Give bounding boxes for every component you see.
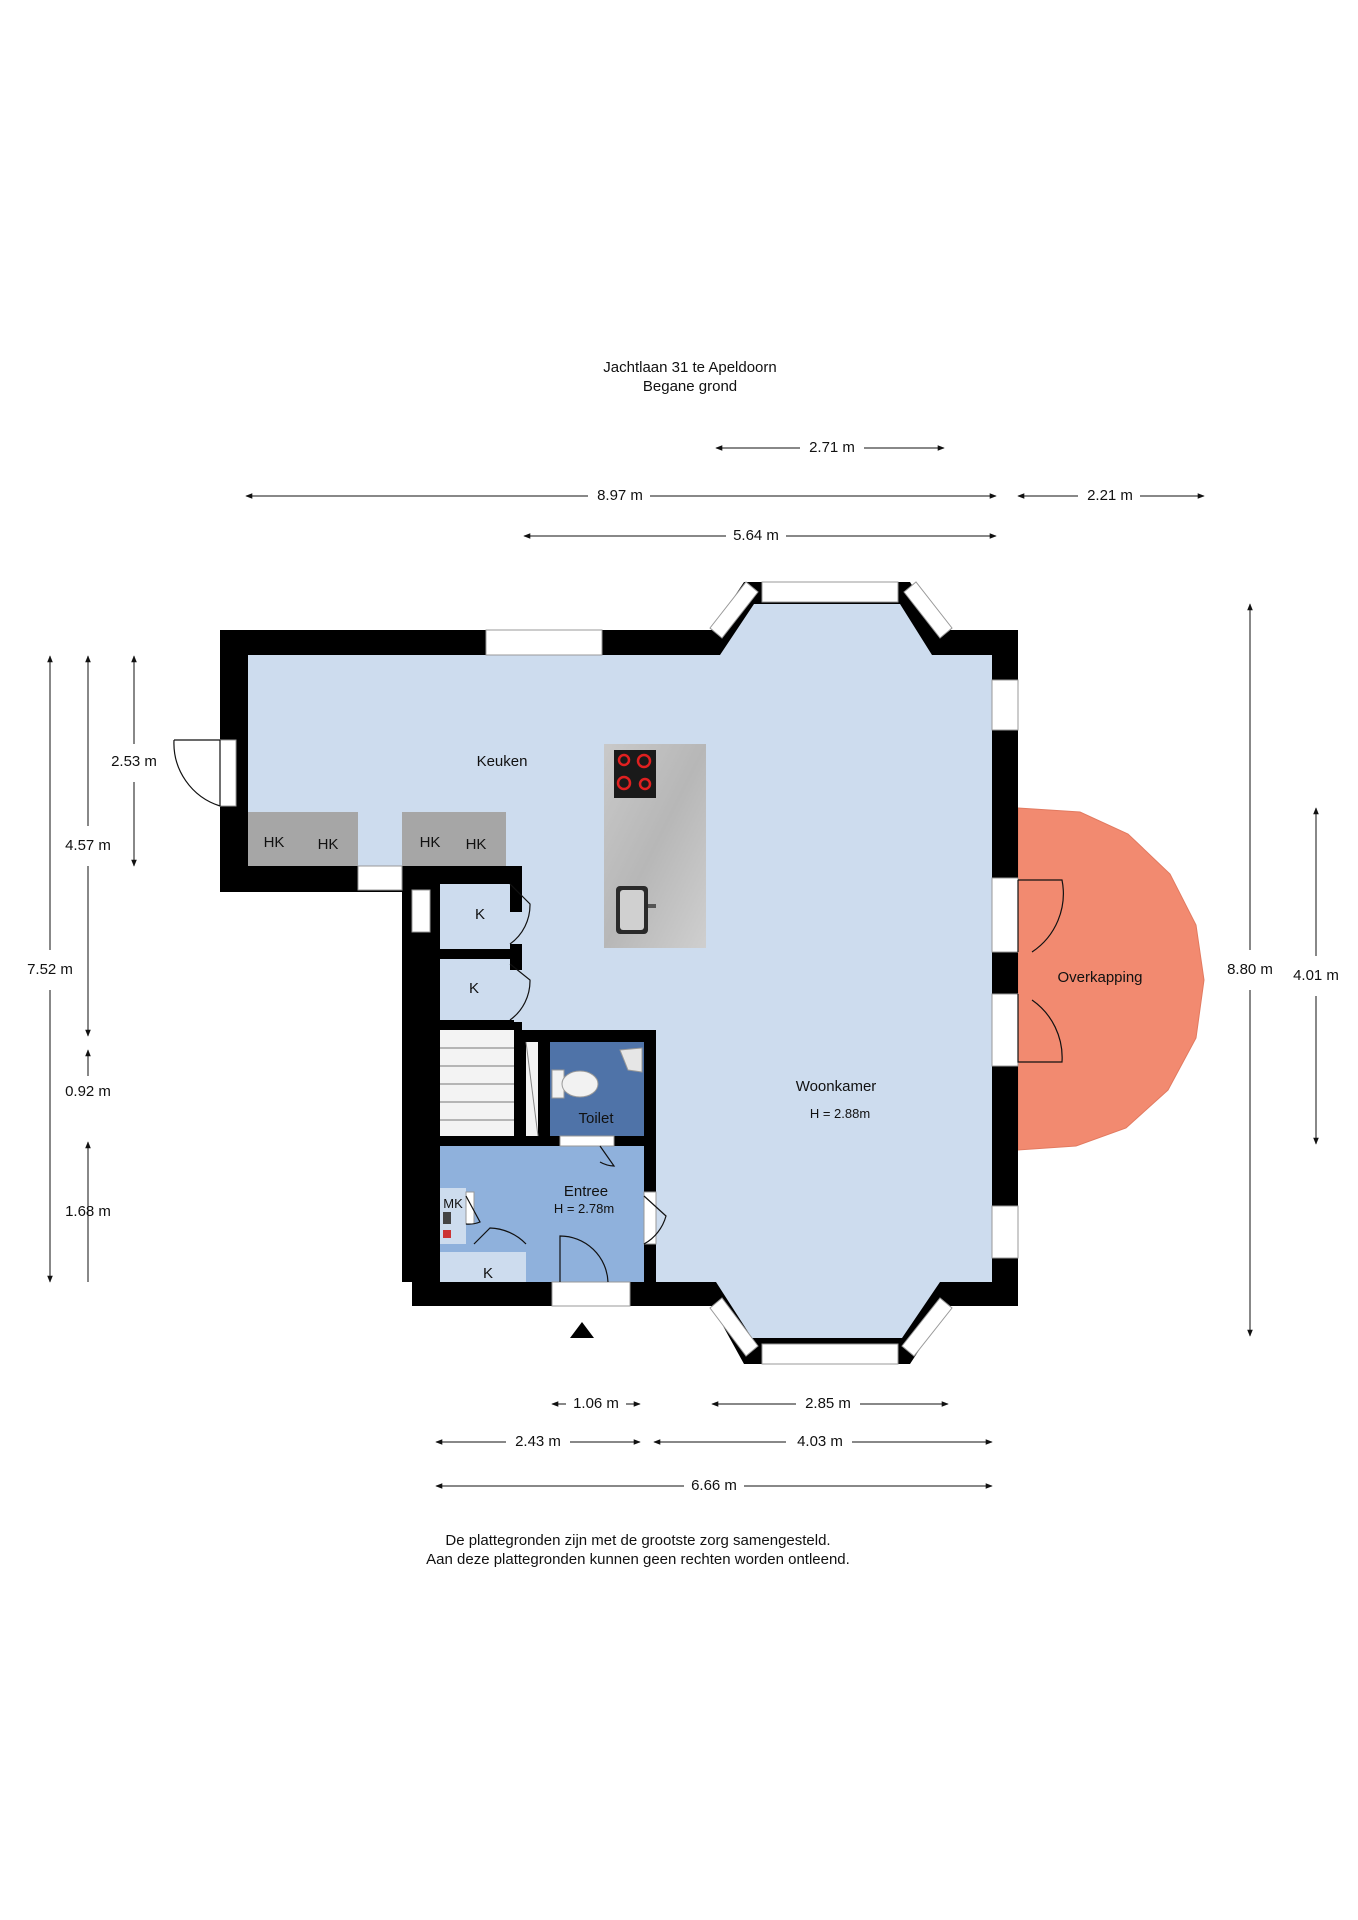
label-toilet: Toilet (578, 1110, 614, 1127)
disclaimer-line-1: De plattegronden zijn met de grootste zo… (445, 1532, 830, 1549)
label-k-1: K (475, 906, 485, 923)
staircase (440, 1030, 514, 1136)
label-hk-4: HK (466, 836, 487, 853)
bottom-dimensions (435, 1401, 993, 1489)
dim-bottom-1-06: 1.06 m (573, 1395, 619, 1412)
door-swings (173, 739, 1064, 1283)
dim-bottom-4-03: 4.03 m (797, 1433, 843, 1450)
dim-right-8-80: 8.80 m (1227, 961, 1273, 978)
dim-bottom-2-43: 2.43 m (515, 1433, 561, 1450)
label-hk-3: HK (420, 834, 441, 851)
dim-top-5-64: 5.64 m (733, 527, 779, 544)
label-keuken: Keuken (477, 753, 528, 770)
dim-right-4-01: 4.01 m (1293, 967, 1339, 984)
interior-wall (514, 1030, 526, 1142)
dim-top-2-21: 2.21 m (1087, 487, 1133, 504)
interior-wall (614, 1136, 656, 1146)
entrance-marker-icon (570, 1322, 594, 1338)
interior-wall (510, 944, 522, 970)
meter-icon (443, 1212, 451, 1224)
dim-bottom-6-66: 6.66 m (691, 1477, 737, 1494)
label-woonkamer: Woonkamer (796, 1078, 877, 1095)
washbasin-icon (619, 1047, 643, 1073)
label-entree-height: H = 2.78m (554, 1201, 614, 1216)
left-dimensions (47, 655, 137, 1283)
label-woonkamer-height: H = 2.88m (810, 1106, 870, 1121)
plan-title: Jachtlaan 31 te Apeldoorn (603, 359, 776, 376)
label-overkapping: Overkapping (1057, 969, 1142, 986)
disclaimer-line-2: Aan deze plattegronden kunnen geen recht… (426, 1551, 850, 1568)
dim-left-1-68: 1.68 m (65, 1203, 111, 1220)
dim-bottom-2-85: 2.85 m (805, 1395, 851, 1412)
label-k-2: K (469, 980, 479, 997)
interior-wall (430, 1136, 580, 1146)
plan-subtitle: Begane grond (643, 378, 737, 395)
right-dimensions (1247, 603, 1319, 1337)
label-entree: Entree (564, 1183, 608, 1200)
dim-top-8-97: 8.97 m (597, 487, 643, 504)
fuse-icon (443, 1230, 451, 1238)
label-hk-2: HK (318, 836, 339, 853)
closet-k-3 (440, 1252, 526, 1282)
interior-wall (430, 949, 522, 959)
sink-icon (616, 886, 656, 934)
bay-windows (709, 581, 953, 1357)
interior-wall (514, 1030, 656, 1042)
dim-left-0-92: 0.92 m (65, 1083, 111, 1100)
windows (219, 581, 1019, 1365)
cooktop-icon (614, 750, 656, 798)
dim-top-2-71: 2.71 m (809, 439, 855, 456)
toilet-bowl-icon (551, 1069, 599, 1099)
kitchen-counter-left (248, 812, 358, 866)
interior-wall (510, 880, 522, 912)
dim-left-4-57: 4.57 m (65, 837, 111, 854)
label-k-3: K (483, 1265, 493, 1282)
interior-floor (248, 604, 992, 1338)
closet-k-2 (440, 959, 510, 1020)
closet-k-1 (440, 884, 510, 949)
dim-left-2-53: 2.53 m (111, 753, 157, 770)
interior-wall (402, 866, 440, 1282)
interior-wall (538, 1042, 550, 1142)
interior-wall (430, 1020, 514, 1030)
kitchen-counter-right (402, 812, 506, 866)
dim-left-7-52: 7.52 m (27, 961, 73, 978)
interior-wall (430, 880, 522, 884)
label-mk: MK (443, 1196, 463, 1211)
top-dimensions (245, 445, 1205, 539)
overkapping-area (1017, 807, 1205, 1151)
label-hk-1: HK (264, 834, 285, 851)
